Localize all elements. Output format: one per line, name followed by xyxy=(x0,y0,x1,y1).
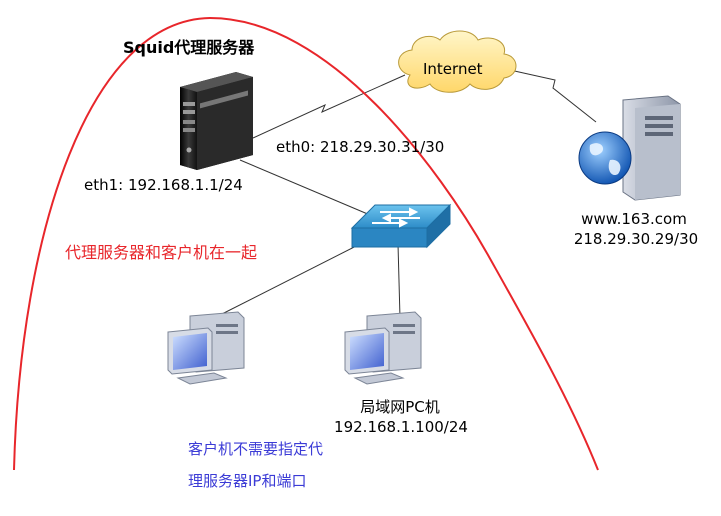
connection-lines xyxy=(217,69,597,319)
eth1-label: eth1: 192.168.1.1/24 xyxy=(84,176,243,194)
web-server-host: www.163.com xyxy=(581,210,687,228)
internet-label: Internet xyxy=(423,60,483,78)
client-pc-icon xyxy=(344,311,422,385)
internet-cloud-icon xyxy=(398,30,517,93)
network-switch-icon xyxy=(350,203,452,249)
blue-note-line2: 理服务器IP和端口 xyxy=(188,472,307,490)
link-switch-client1 xyxy=(217,237,373,317)
lan-pc-ip: 192.168.1.100/24 xyxy=(334,418,468,436)
proxy-server-icon xyxy=(180,72,253,170)
proxy-server-title: Squid代理服务器 xyxy=(123,38,255,57)
web-server-ip: 218.29.30.29/30 xyxy=(573,230,699,248)
red-note: 代理服务器和客户机在一起 xyxy=(65,243,258,262)
red-boundary-curve xyxy=(13,16,599,471)
client-pc-icon xyxy=(167,311,245,385)
web-server-globe-icon xyxy=(578,95,681,201)
link-proxy-internet xyxy=(252,74,406,139)
link-switch-client2 xyxy=(397,243,401,319)
link-proxy-switch xyxy=(239,159,371,216)
blue-note-line1: 客户机不需要指定代 xyxy=(188,440,324,458)
eth0-label: eth0: 218.29.30.31/30 xyxy=(276,138,445,156)
lan-pc-name: 局域网PC机 xyxy=(360,398,440,416)
link-internet-webserver xyxy=(509,69,597,123)
